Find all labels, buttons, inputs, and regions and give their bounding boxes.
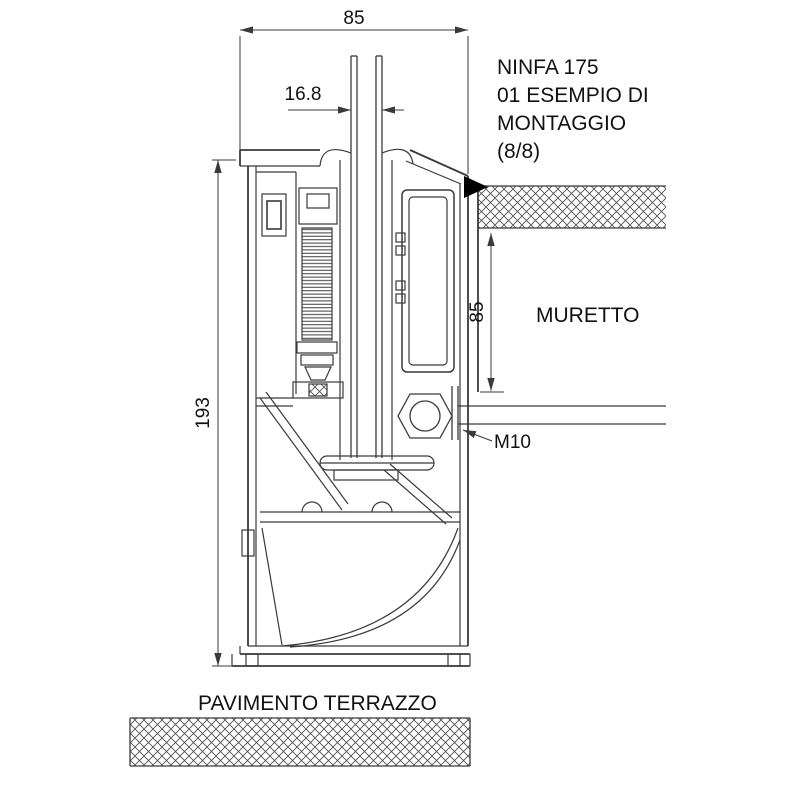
washer-1 [296,341,338,354]
floor-section [129,717,471,767]
wall-label: MURETTO [536,304,639,327]
dim-top-width-label: 85 [343,8,364,29]
bolt-leader-line [462,429,493,442]
dimension-lines [212,26,504,667]
floor-label: PAVIMENTO TERRAZZO [198,692,437,715]
annotations: 85 16.8 193 85 M10 MURETTO PAVIMENTO TER… [193,8,639,715]
gasket-left [319,149,352,167]
title-line-3: MONTAGGIO [497,112,626,135]
title-line-1: NINFA 175 [497,56,599,79]
clip-lower-left [241,529,255,557]
screw-port-left [301,501,323,513]
title-line-2: 01 ESEMPIO DI [497,84,649,107]
hex-nut [397,393,453,439]
right-chamber [401,189,455,373]
profile-section [231,148,471,667]
screw-port-right [371,501,393,513]
threaded-rod [301,227,333,341]
wall-section [477,185,666,392]
floor-hatch [130,718,470,766]
foot-right [447,653,461,667]
glass-panes [350,55,383,458]
foot-left [245,653,259,667]
sealant-wedge [464,176,488,198]
cone-washer [304,366,332,381]
clamp-base [292,381,344,399]
dim-glass-thickness-label: 16.8 [285,84,322,105]
wall-hatch [478,186,666,228]
clamp-head [298,187,338,225]
dim-profile-height-label: 193 [193,397,214,429]
anchor-bolt [397,386,666,440]
clip-upper-left [261,193,287,237]
gasket-right [381,148,414,165]
title-block: NINFA 175 01 ESEMPIO DI MONTAGGIO (8/8) [497,56,649,163]
washer-2 [300,354,334,366]
dim-wall-height-label: 85 [467,301,488,322]
title-line-4: (8/8) [497,140,540,163]
curved-rib [281,527,459,647]
anchor-bolt-label: M10 [494,432,531,453]
